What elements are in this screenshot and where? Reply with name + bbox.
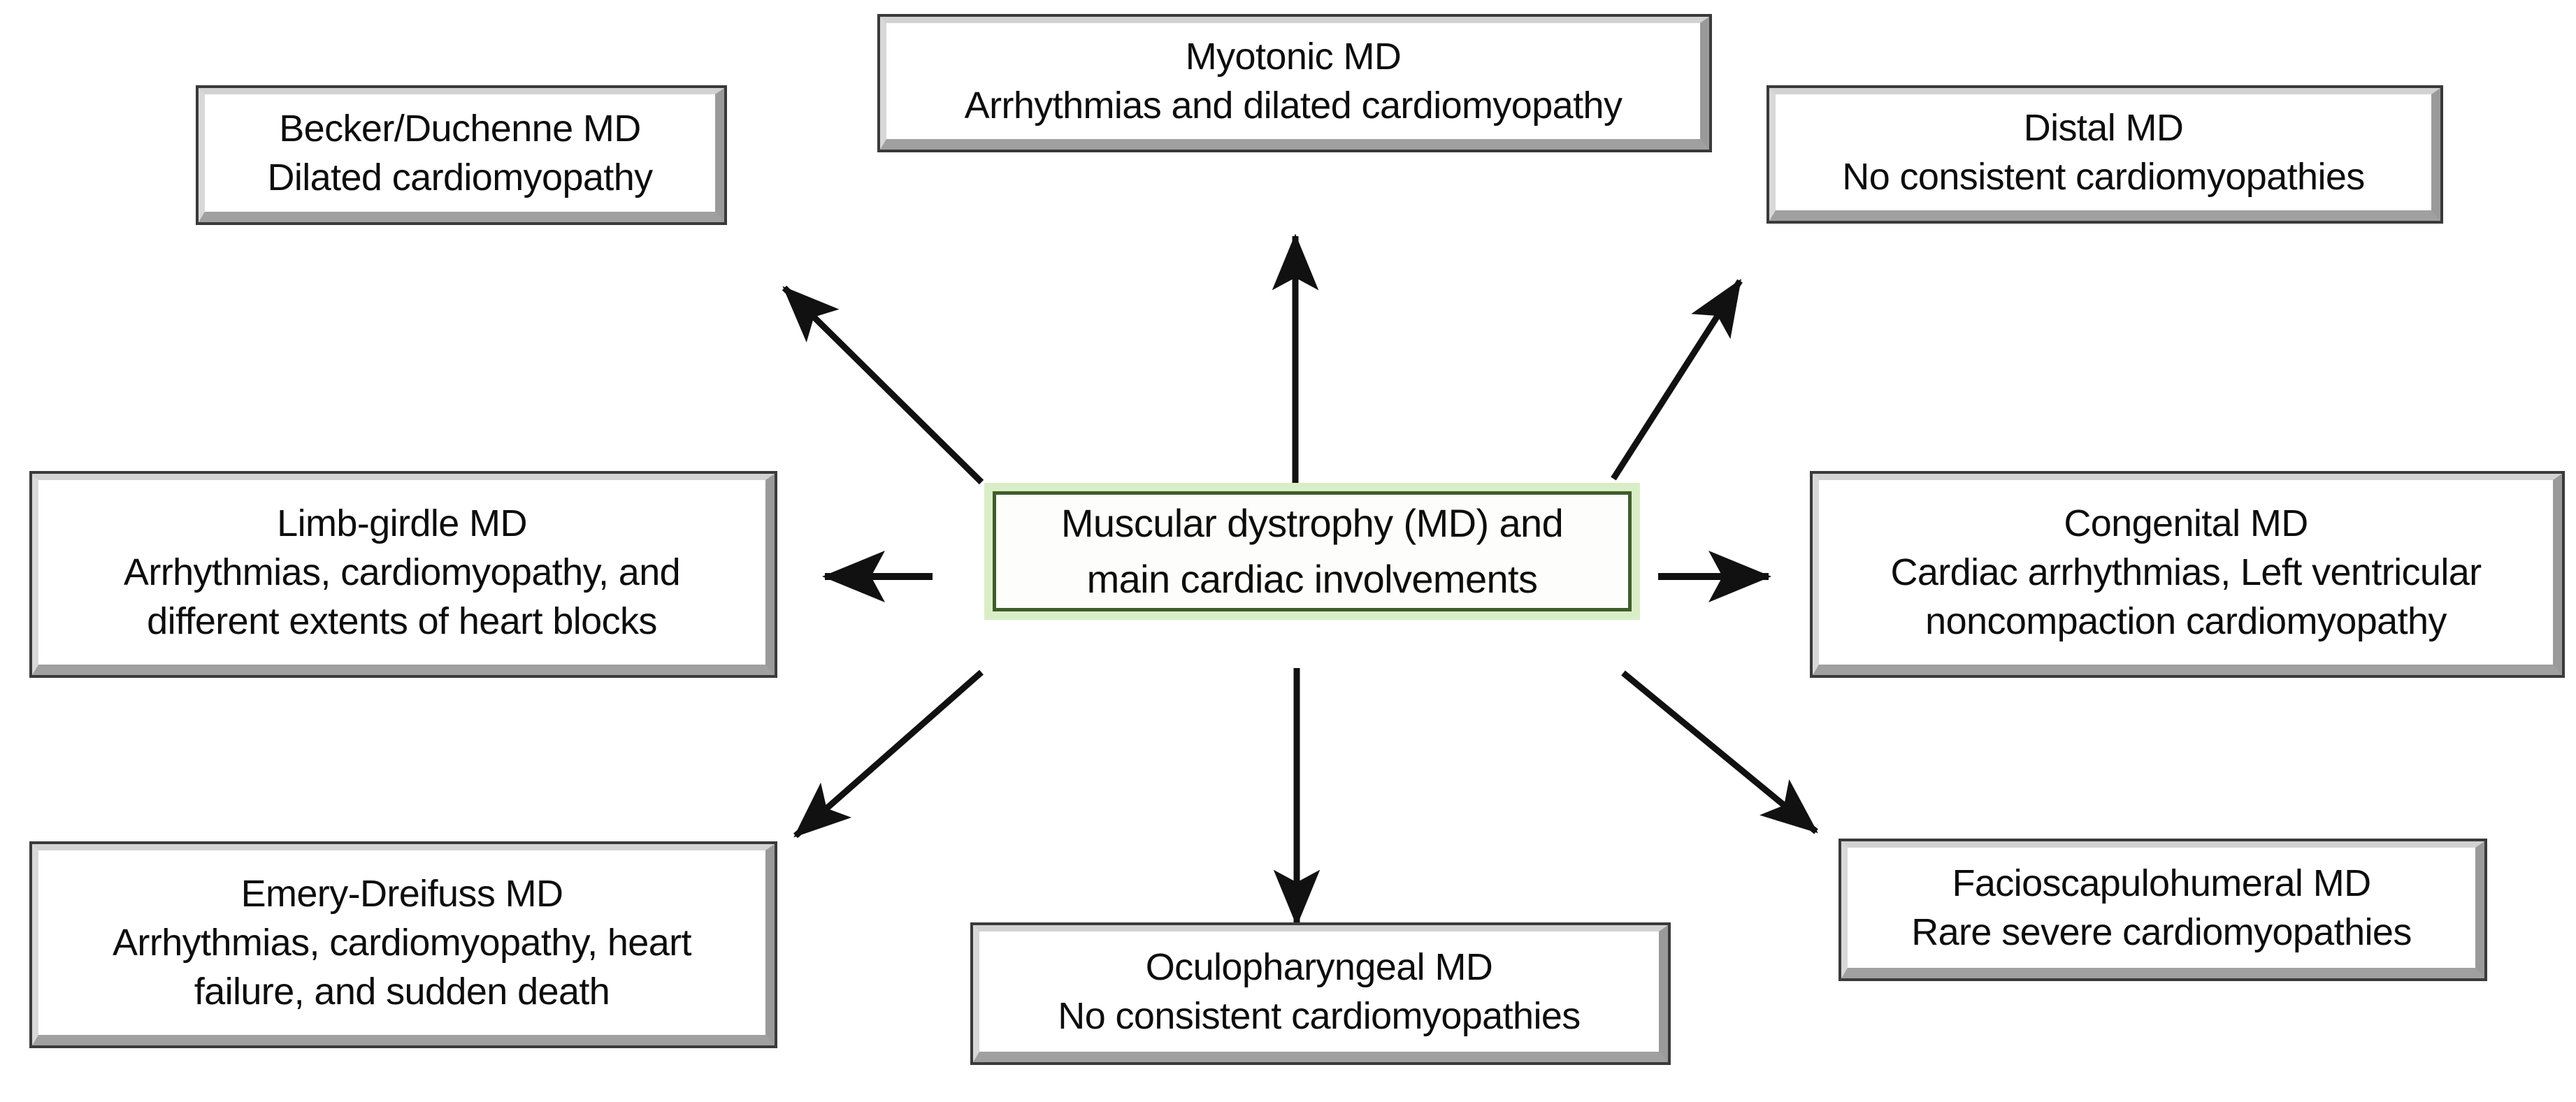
node-facioscapulohumeral[interactable]: Facioscapulohumeral MD Rare severe cardi… bbox=[1839, 839, 2487, 981]
arrow-to-distal bbox=[1611, 278, 1743, 481]
node-congenital-text: Congenital MD Cardiac arrhythmias, Left … bbox=[1819, 499, 2553, 646]
node-emery-dreifuss-text: Emery-Dreifuss MD Arrhythmias, cardiomyo… bbox=[38, 869, 765, 1017]
node-oculopharyngeal-line-2: No consistent cardiomyopathies bbox=[1058, 995, 1581, 1037]
node-becker-duchenne[interactable]: Becker/Duchenne MD Dilated cardiomyopath… bbox=[196, 85, 727, 225]
node-limb-girdle-line-3: different extents of heart blocks bbox=[147, 600, 657, 643]
node-becker-duchenne-line-2: Dilated cardiomyopathy bbox=[267, 157, 653, 198]
node-limb-girdle-line-1: Limb-girdle MD bbox=[277, 502, 527, 544]
node-becker-duchenne-text: Becker/Duchenne MD Dilated cardiomyopath… bbox=[205, 104, 715, 202]
arrow-to-becker-duchenne bbox=[782, 285, 984, 485]
node-oculopharyngeal[interactable]: Oculopharyngeal MD No consistent cardiom… bbox=[970, 922, 1671, 1065]
node-facioscapulohumeral-text: Facioscapulohumeral MD Rare severe cardi… bbox=[1848, 859, 2475, 957]
node-center-line-2: main cardiac involvements bbox=[1086, 557, 1538, 601]
node-center-text: Muscular dystrophy (MD) and main cardiac… bbox=[996, 495, 1628, 607]
node-emery-dreifuss[interactable]: Emery-Dreifuss MD Arrhythmias, cardiomyo… bbox=[29, 841, 777, 1048]
node-center-line-1: Muscular dystrophy (MD) and bbox=[1060, 501, 1564, 546]
node-myotonic-line-1: Myotonic MD bbox=[1185, 35, 1402, 78]
node-emery-dreifuss-line-3: failure, and sudden death bbox=[194, 971, 610, 1013]
node-emery-dreifuss-line-2: Arrhythmias, cardiomyopathy, heart bbox=[113, 921, 692, 964]
node-congenital-line-2: Cardiac arrhythmias, Left ventricular bbox=[1890, 551, 2482, 593]
node-myotonic-line-2: Arrhythmias and dilated cardiomyopathy bbox=[964, 85, 1622, 126]
node-oculopharyngeal-text: Oculopharyngeal MD No consistent cardiom… bbox=[979, 943, 1659, 1041]
node-congenital[interactable]: Congenital MD Cardiac arrhythmias, Left … bbox=[1810, 471, 2565, 678]
node-limb-girdle[interactable]: Limb-girdle MD Arrhythmias, cardiomyopat… bbox=[29, 471, 777, 678]
node-oculopharyngeal-line-1: Oculopharyngeal MD bbox=[1145, 945, 1493, 988]
node-facioscapulohumeral-line-1: Facioscapulohumeral MD bbox=[1952, 862, 2371, 904]
node-emery-dreifuss-line-1: Emery-Dreifuss MD bbox=[240, 872, 563, 915]
arrow-to-facioscapulohumeral bbox=[1621, 670, 1818, 834]
node-distal[interactable]: Distal MD No consistent cardiomyopathies bbox=[1766, 85, 2443, 224]
arrow-to-emery-dreifuss bbox=[793, 669, 984, 839]
node-myotonic-text: Myotonic MD Arrhythmias and dilated card… bbox=[886, 32, 1700, 130]
node-limb-girdle-text: Limb-girdle MD Arrhythmias, cardiomyopat… bbox=[38, 499, 765, 646]
node-congenital-line-1: Congenital MD bbox=[2064, 502, 2308, 544]
node-distal-line-1: Distal MD bbox=[2023, 106, 2184, 149]
node-center-muscular-dystrophy[interactable]: Muscular dystrophy (MD) and main cardiac… bbox=[996, 495, 1628, 608]
node-becker-duchenne-line-1: Becker/Duchenne MD bbox=[279, 107, 641, 150]
node-distal-line-2: No consistent cardiomyopathies bbox=[1842, 156, 2365, 198]
node-myotonic[interactable]: Myotonic MD Arrhythmias and dilated card… bbox=[877, 14, 1712, 152]
node-distal-text: Distal MD No consistent cardiomyopathies bbox=[1776, 103, 2431, 201]
node-facioscapulohumeral-line-2: Rare severe cardiomyopathies bbox=[1911, 911, 2412, 953]
node-congenital-line-3: noncompaction cardiomyopathy bbox=[1925, 600, 2447, 643]
node-limb-girdle-line-2: Arrhythmias, cardiomyopathy, and bbox=[123, 551, 681, 593]
